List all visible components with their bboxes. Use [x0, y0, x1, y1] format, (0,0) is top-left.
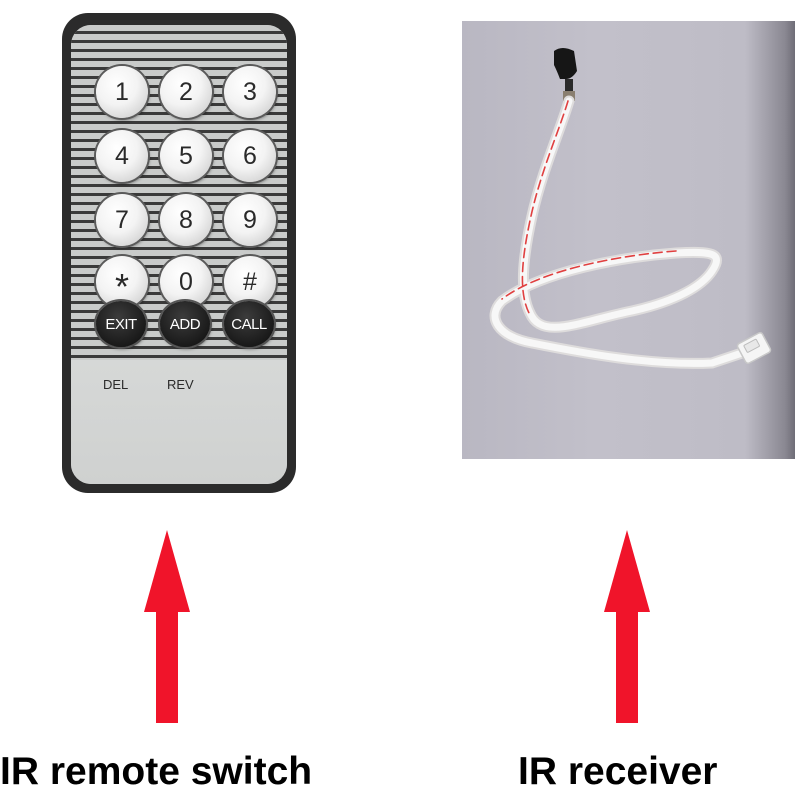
- exit-button[interactable]: EXIT: [96, 301, 146, 347]
- key-5[interactable]: 5: [160, 130, 212, 182]
- key-2[interactable]: 2: [160, 66, 212, 118]
- connector-icon: [736, 332, 772, 364]
- remote-blank-panel: [71, 360, 287, 484]
- key-1[interactable]: 1: [96, 66, 148, 118]
- key-7[interactable]: 7: [96, 194, 148, 246]
- caption-ir-receiver: IR receiver: [518, 750, 718, 793]
- call-button[interactable]: CALL: [224, 301, 274, 347]
- key-hash[interactable]: #: [224, 256, 276, 308]
- up-arrow-icon: [604, 530, 650, 723]
- key-0[interactable]: 0: [160, 256, 212, 308]
- key-3[interactable]: 3: [224, 66, 276, 118]
- del-label: DEL: [103, 377, 129, 392]
- key-8[interactable]: 8: [160, 194, 212, 246]
- cable: [489, 95, 748, 369]
- remote-face: 1 2 3 4 5 6 7 8 9 * 0 # EXIT ADD CALL DE…: [71, 25, 287, 484]
- rev-label: REV: [167, 377, 194, 392]
- key-6[interactable]: 6: [224, 130, 276, 182]
- caption-ir-remote-switch: IR remote switch: [0, 750, 313, 793]
- ir-remote: 1 2 3 4 5 6 7 8 9 * 0 # EXIT ADD CALL DE…: [62, 13, 296, 493]
- key-9[interactable]: 9: [224, 194, 276, 246]
- ir-receiver-photo: [462, 21, 795, 459]
- sensor-head-icon: [554, 48, 577, 79]
- ir-receiver-cable-illustration: [489, 48, 772, 369]
- key-star[interactable]: *: [96, 256, 148, 308]
- add-button[interactable]: ADD: [160, 301, 210, 347]
- sensor-leads: [565, 79, 573, 91]
- key-4[interactable]: 4: [96, 130, 148, 182]
- up-arrow-icon: [144, 530, 190, 723]
